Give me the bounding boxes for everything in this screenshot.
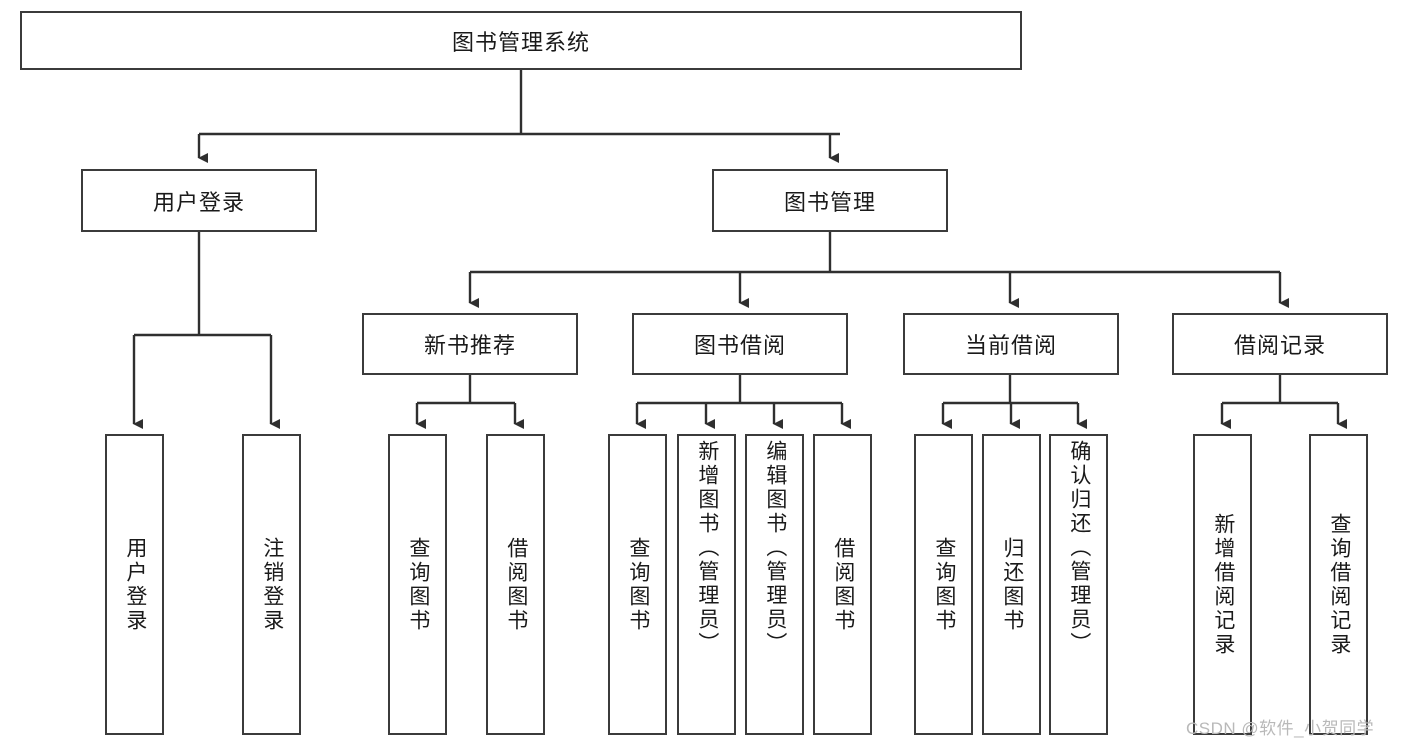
leaf-current-borrow-confirm-return[interactable]: 确认归还（管理员） <box>1049 434 1108 735</box>
leaf-borrow-record-query[interactable]: 查询借阅记录 <box>1309 434 1368 735</box>
node-user-login[interactable]: 用户登录 <box>81 169 317 232</box>
node-label: 查询图书 <box>406 536 430 633</box>
leaf-book-borrow-add[interactable]: 新增图书（管理员） <box>677 434 736 735</box>
leaf-new-book-borrow[interactable]: 借阅图书 <box>486 434 545 735</box>
node-label: 图书管理系统 <box>451 29 590 55</box>
node-label: 图书借阅 <box>693 333 786 358</box>
node-label: 当前借阅 <box>964 333 1057 358</box>
leaf-current-borrow-return[interactable]: 归还图书 <box>982 434 1041 735</box>
node-label: 新书推荐 <box>423 333 516 358</box>
node-label: 借阅图书 <box>504 536 528 633</box>
node-label: 借阅记录 <box>1233 333 1326 358</box>
node-label: 用户登录 <box>152 189 245 215</box>
node-root-system[interactable]: 图书管理系统 <box>20 11 1022 70</box>
node-label: 新增借阅记录 <box>1211 512 1235 657</box>
node-book-borrow[interactable]: 图书借阅 <box>632 313 848 375</box>
node-new-book-recommend[interactable]: 新书推荐 <box>362 313 578 375</box>
csdn-watermark: CSDN @软件_小贺同学 <box>1186 719 1375 738</box>
node-label: 新增图书（管理员） <box>695 440 719 656</box>
node-borrow-record[interactable]: 借阅记录 <box>1172 313 1388 375</box>
leaf-user-login-login[interactable]: 用户登录 <box>105 434 164 735</box>
leaf-book-borrow-query[interactable]: 查询图书 <box>608 434 667 735</box>
node-current-borrow[interactable]: 当前借阅 <box>903 313 1119 375</box>
node-label: 查询借阅记录 <box>1327 512 1351 657</box>
node-label: 确认归还（管理员） <box>1067 440 1091 656</box>
leaf-book-borrow-borrow[interactable]: 借阅图书 <box>813 434 872 735</box>
leaf-book-borrow-edit[interactable]: 编辑图书（管理员） <box>745 434 804 735</box>
node-label: 用户登录 <box>123 536 147 633</box>
leaf-borrow-record-add[interactable]: 新增借阅记录 <box>1193 434 1252 735</box>
node-label: 查询图书 <box>932 536 956 633</box>
node-book-management[interactable]: 图书管理 <box>712 169 948 232</box>
node-label: 归还图书 <box>1000 536 1024 633</box>
node-label: 图书管理 <box>783 189 876 215</box>
node-label: 编辑图书（管理员） <box>763 440 787 656</box>
node-label: 查询图书 <box>626 536 650 633</box>
leaf-current-borrow-query[interactable]: 查询图书 <box>914 434 973 735</box>
leaf-user-login-logout[interactable]: 注销登录 <box>242 434 301 735</box>
node-label: 借阅图书 <box>831 536 855 633</box>
node-label: 注销登录 <box>260 536 284 633</box>
leaf-new-book-query[interactable]: 查询图书 <box>388 434 447 735</box>
